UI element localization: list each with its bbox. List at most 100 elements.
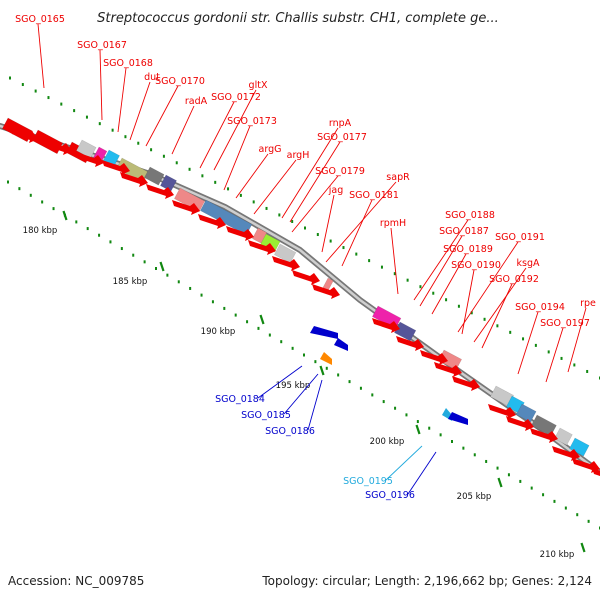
tick-dot-inner — [462, 446, 465, 450]
callout-line — [307, 379, 323, 431]
major-tick — [415, 424, 421, 435]
callout-line — [413, 219, 469, 301]
gene-block — [144, 166, 165, 186]
reverse-arrow — [448, 412, 468, 425]
callout-line — [213, 89, 257, 171]
tick-dot-inner — [519, 479, 522, 483]
callout-line — [419, 235, 463, 307]
tick-dot-outer — [34, 89, 37, 93]
tick-dot-outer — [239, 193, 242, 197]
tick-dot-outer — [227, 187, 230, 191]
tick-dot-inner — [416, 420, 419, 424]
callout-line — [117, 67, 127, 133]
gene-label-SGO_0194: SGO_0194 — [515, 302, 565, 313]
tick-dot-outer — [137, 141, 140, 145]
gene-label-SGO_0190: SGO_0190 — [451, 260, 501, 271]
callout-line — [481, 283, 513, 349]
callout-line — [385, 445, 423, 481]
tick-dot-inner — [348, 380, 351, 384]
tick-dot-inner — [268, 333, 271, 337]
major-tick — [580, 542, 586, 553]
callout-line — [235, 153, 269, 199]
tick-dot-inner — [120, 247, 123, 251]
tick-dot-outer — [150, 148, 153, 152]
tick-dot-inner — [257, 326, 260, 330]
gene-label-SGO_0165: SGO_0165 — [15, 14, 65, 25]
forward-arrow — [488, 404, 516, 419]
tick-dot-inner — [98, 233, 101, 237]
tick-dot-inner — [405, 413, 408, 417]
major-tick — [62, 210, 68, 221]
gene-label-argH: argH — [287, 150, 310, 161]
tick-dot-outer — [291, 219, 294, 223]
tick-dot-inner — [246, 320, 249, 324]
tick-label-185-kbp: 185 kbp — [113, 277, 148, 287]
major-tick — [159, 261, 165, 272]
gene-label-SGO_0168: SGO_0168 — [103, 58, 153, 69]
gene-label-jag: jag — [328, 185, 344, 196]
gene-label-rnpA: rnpA — [329, 118, 352, 129]
gene-label-rpe: rpe — [580, 298, 596, 309]
callout-line — [291, 175, 339, 233]
tick-dot-outer — [534, 343, 537, 347]
tick-dot-inner — [155, 267, 157, 270]
forward-arrow — [226, 226, 254, 241]
tick-dot-inner — [530, 486, 533, 490]
tick-dot-outer — [9, 76, 11, 80]
tick-dot-outer — [188, 167, 191, 171]
tick-dot-outer — [573, 363, 576, 367]
callout-line — [223, 125, 251, 191]
gene-label-ksgA: ksgA — [517, 258, 540, 269]
callout-line — [99, 49, 103, 121]
forward-arrow — [372, 318, 400, 333]
gene-label-SGO_0172: SGO_0172 — [211, 92, 261, 103]
gene-label-rpmH: rpmH — [380, 218, 406, 229]
gene-label-SGO_0173: SGO_0173 — [227, 116, 277, 127]
callout-line — [457, 241, 519, 333]
forward-arrow — [396, 336, 424, 351]
tick-dot-inner — [41, 200, 44, 204]
tick-dot-outer — [21, 83, 24, 87]
gene-label-SGO_0184: SGO_0184 — [215, 394, 265, 405]
backbone-highlight — [0, 124, 600, 474]
callout-line — [431, 253, 467, 315]
tick-dot-inner — [189, 286, 192, 290]
tick-dot-inner — [18, 187, 21, 191]
tick-dot-outer — [265, 206, 268, 210]
tick-dot-outer — [73, 109, 76, 113]
forward-arrow — [172, 200, 200, 215]
callout-line — [517, 311, 539, 375]
callout-line — [145, 85, 179, 147]
tick-dot-inner — [496, 466, 499, 470]
gene-label-SGO_0195: SGO_0195 — [343, 476, 393, 487]
forward-arrow — [452, 376, 480, 391]
gene-label-SGO_0170: SGO_0170 — [155, 76, 205, 87]
tick-dot-outer — [175, 161, 178, 165]
tick-dot-outer — [111, 128, 114, 132]
tick-dot-inner — [564, 506, 567, 510]
tick-dot-inner — [382, 400, 385, 404]
tick-dot-inner — [86, 227, 89, 231]
tick-dot-outer — [496, 324, 499, 328]
forward-arrow — [506, 416, 534, 431]
gene-label-SGO_0197: SGO_0197 — [540, 318, 590, 329]
tick-dot-inner — [451, 440, 453, 443]
tick-dot-outer — [483, 317, 486, 321]
gene-features — [2, 117, 600, 476]
tick-dot-inner — [234, 313, 237, 317]
tick-dot-outer — [522, 337, 525, 341]
tick-dot-inner — [291, 346, 294, 350]
backbone-shadow — [0, 123, 600, 477]
tick-dot-inner — [371, 393, 374, 397]
tick-dot-inner — [211, 300, 214, 304]
tick-dot-outer — [329, 239, 332, 243]
tick-dot-inner — [109, 240, 112, 244]
tick-label-195-kbp: 195 kbp — [276, 381, 311, 391]
callout-line — [171, 105, 195, 155]
tick-dot-outer — [355, 252, 358, 256]
gene-block — [554, 427, 573, 446]
tick-dot-inner — [29, 193, 32, 197]
tick-dot-outer — [201, 174, 204, 178]
tick-dot-outer — [162, 154, 165, 158]
